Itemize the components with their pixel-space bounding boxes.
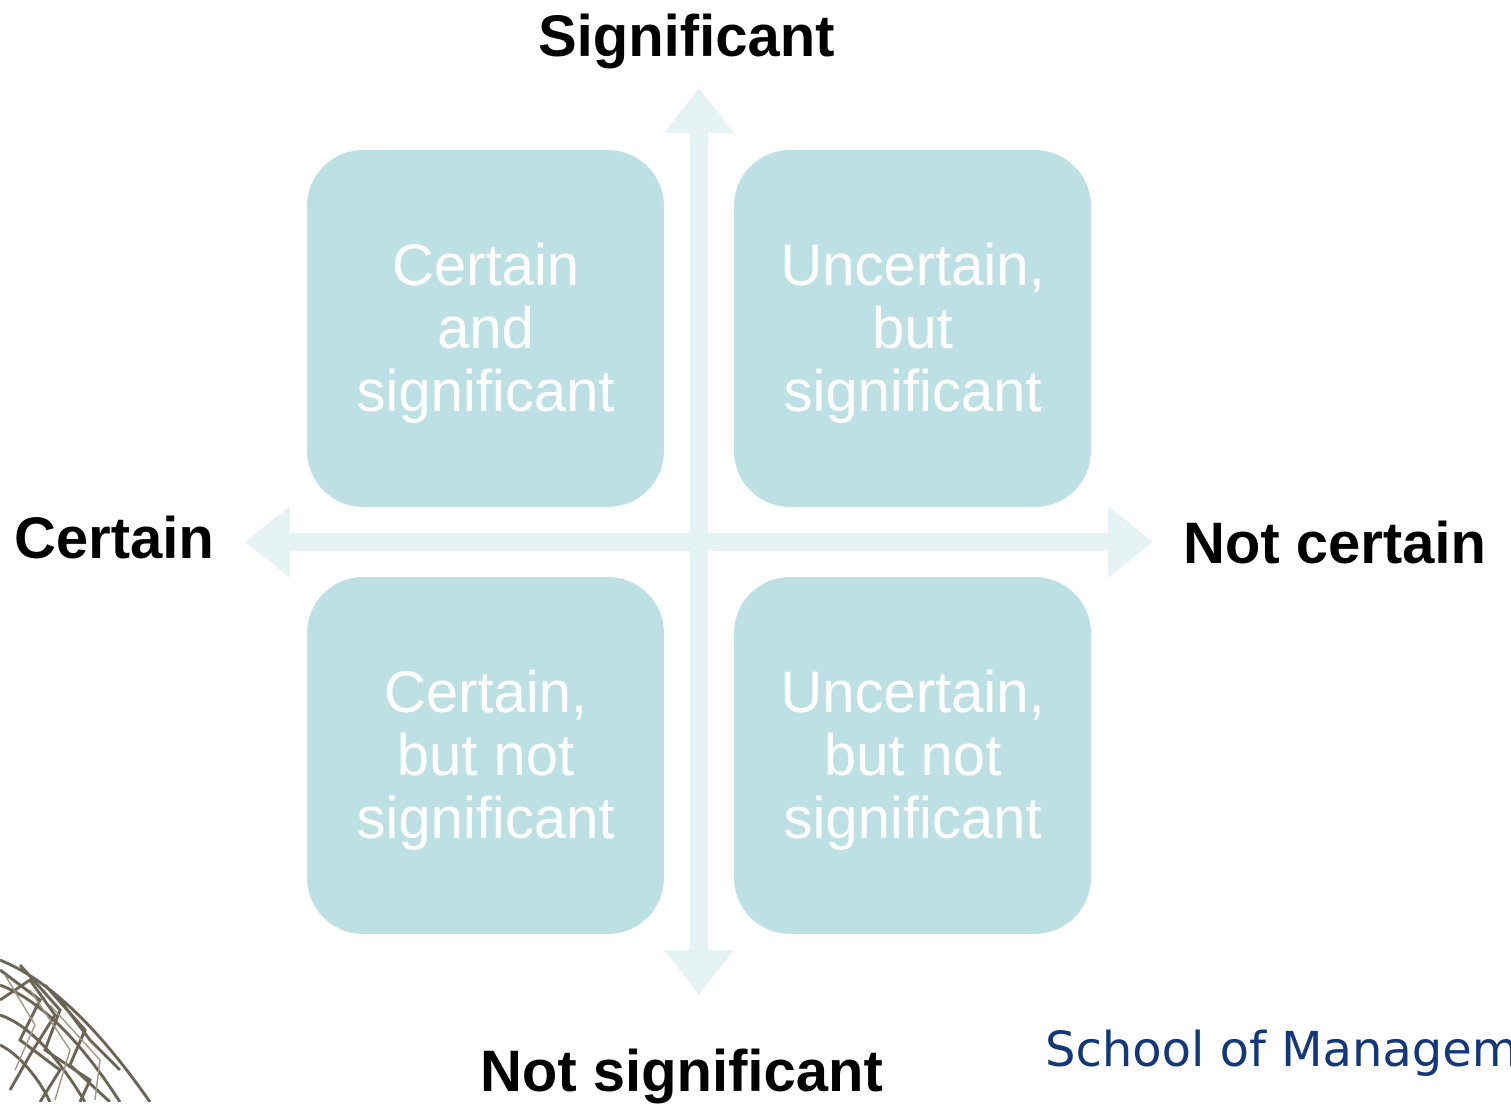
- axis-label-bottom: Not significant: [480, 1039, 883, 1104]
- axis-label-left: Certain: [14, 506, 214, 571]
- quadrant-uncertain-significant: Uncertain, but significant: [734, 150, 1091, 507]
- school-of-management-footer: School of Managem: [1045, 1022, 1511, 1078]
- building-logo-icon: [0, 958, 152, 1102]
- quadrant-label: Uncertain, but not significant: [780, 660, 1045, 851]
- quadrant-uncertain-not-significant: Uncertain, but not significant: [734, 577, 1091, 934]
- quadrant-label: Certain and significant: [356, 233, 615, 424]
- quadrant-certain-not-significant: Certain, but not significant: [307, 577, 664, 934]
- horizontal-axis-arrow: [245, 506, 1153, 578]
- quadrant-certain-significant: Certain and significant: [307, 150, 664, 507]
- axis-label-right: Not certain: [1183, 511, 1486, 576]
- axis-label-top: Significant: [538, 4, 835, 69]
- quadrant-label: Certain, but not significant: [356, 660, 615, 851]
- quadrant-label: Uncertain, but significant: [780, 233, 1045, 424]
